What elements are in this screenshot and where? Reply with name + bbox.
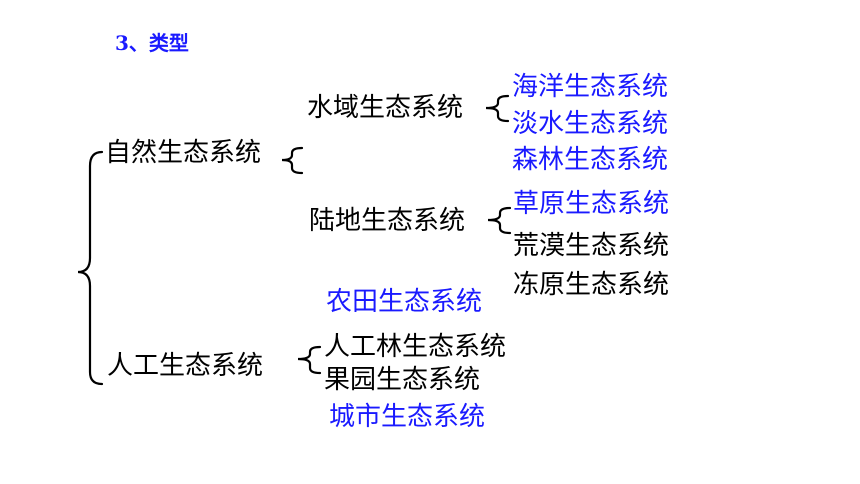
- farmland-ecosystem-label: 农田生态系统: [326, 287, 483, 317]
- section-title: 3、类型: [115, 31, 189, 55]
- water-brace: [485, 94, 510, 123]
- land-brace: [487, 206, 512, 235]
- orchard-ecosystem-label: 果园生态系统: [324, 365, 481, 395]
- urban-ecosystem-label: 城市生态系统: [329, 402, 486, 432]
- water-ecosystem-label: 水域生态系统: [307, 93, 464, 123]
- ocean-ecosystem-label: 海洋生态系统: [512, 72, 669, 102]
- grassland-ecosystem-label: 草原生态系统: [513, 189, 670, 219]
- root-brace: [77, 150, 104, 386]
- desert-ecosystem-label: 荒漠生态系统: [513, 231, 670, 261]
- natural-brace: [281, 146, 304, 175]
- plantation-ecosystem-label: 人工林生态系统: [324, 332, 507, 362]
- artificial-brace: [297, 345, 322, 375]
- freshwater-ecosystem-label: 淡水生态系统: [512, 109, 669, 139]
- land-ecosystem-label: 陆地生态系统: [309, 206, 466, 236]
- artificial-ecosystem-label: 人工生态系统: [107, 351, 264, 381]
- forest-ecosystem-label: 森林生态系统: [512, 145, 669, 175]
- natural-ecosystem-label: 自然生态系统: [105, 138, 262, 168]
- tundra-ecosystem-label: 冻原生态系统: [513, 270, 670, 300]
